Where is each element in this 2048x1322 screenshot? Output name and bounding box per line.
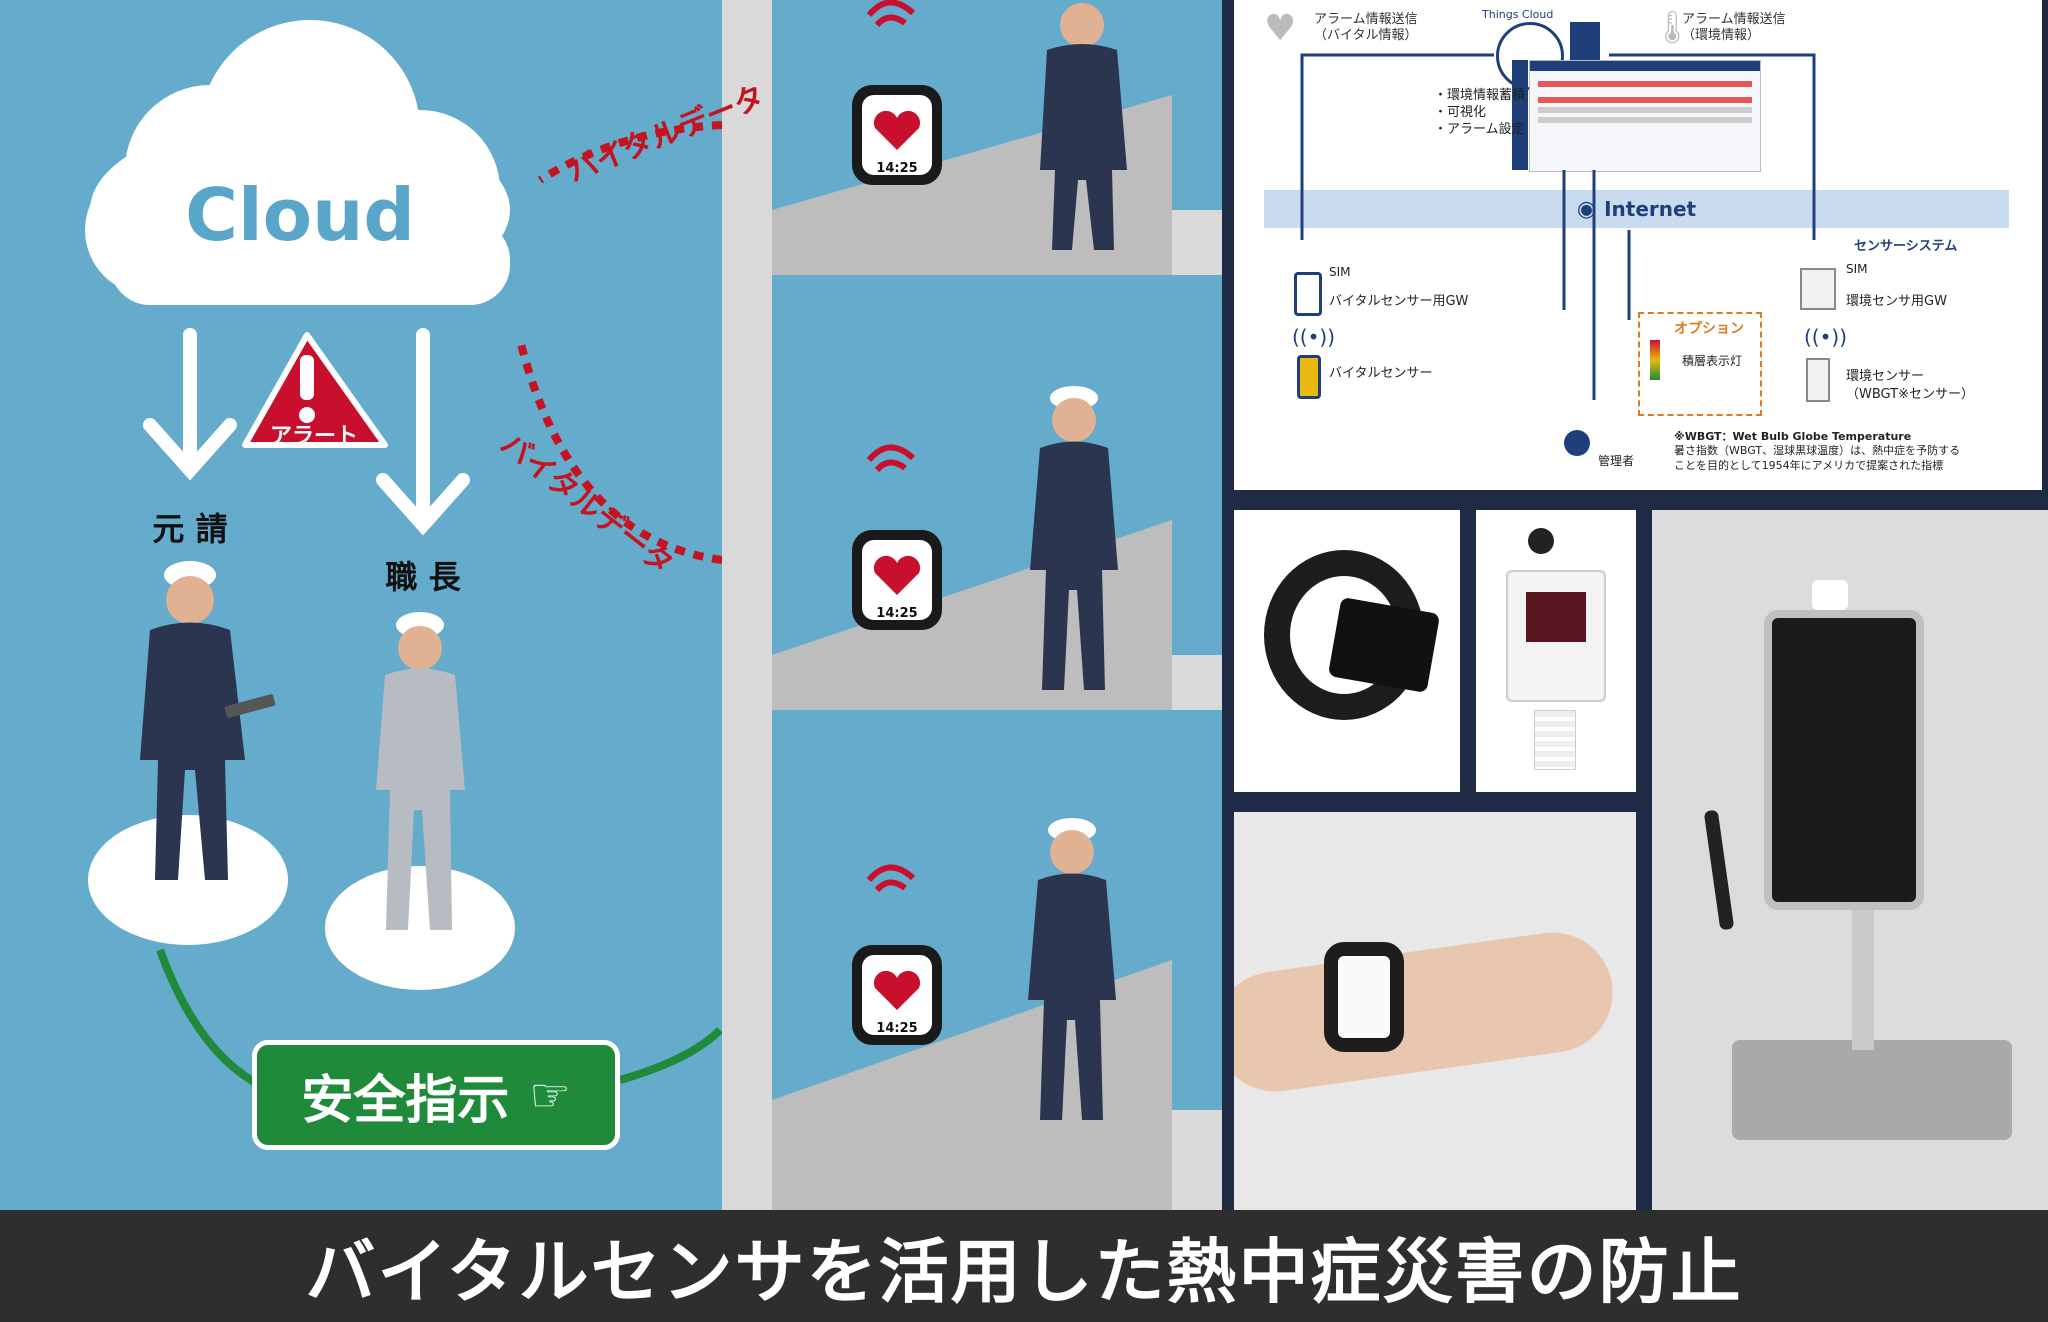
cloud-label: Cloud xyxy=(185,173,415,257)
vital-sensor-icon xyxy=(1297,355,1321,399)
arm xyxy=(1234,924,1621,1100)
feature-item: ・可視化 xyxy=(1434,104,1487,120)
gencho-label: 元 請 xyxy=(152,510,227,548)
wristband-sensor xyxy=(1327,596,1441,694)
banner-title: バイタルセンサを活用した熱中症災害の防止 xyxy=(305,1230,1743,1313)
platform-shokucho xyxy=(325,866,515,990)
heart-icon: ♥ xyxy=(1264,8,1297,49)
smartwatch-icon-1 xyxy=(852,0,942,185)
patlite-icon xyxy=(1650,340,1660,380)
cloud-icon xyxy=(85,20,510,305)
sensor-box xyxy=(1506,570,1606,702)
divider xyxy=(1222,0,1234,1210)
arrow-down-right-icon xyxy=(376,328,470,536)
building-panel: 14:25 14:25 14:25 xyxy=(722,0,1222,1210)
floor-1 xyxy=(772,0,1222,305)
wbgt-note: ※WBGT：Wet Bulb Globe Temperature 暑さ指数（WB… xyxy=(1674,430,1961,472)
left-illustration: Cloud アラート 元 請 職 長 xyxy=(85,20,722,1094)
feature-item: ・アラーム設定 xyxy=(1434,121,1525,137)
vital-sensor-label: バイタルセンサー xyxy=(1329,366,1433,381)
sim-right-label: SIM xyxy=(1846,262,1868,276)
thermometer-icon: 🌡 xyxy=(1652,8,1693,46)
sim-left-label: SIM xyxy=(1329,265,1351,279)
cloud-features-list: ・環境情報蓄積 ・可視化 ・アラーム設定 xyxy=(1434,88,1525,139)
site-worker-1-figure xyxy=(1040,3,1127,250)
black-globe xyxy=(1528,528,1554,554)
scanner-screen xyxy=(1764,610,1924,910)
floor-3 xyxy=(772,710,1222,1210)
sensor-system-label: センサーシステム xyxy=(1854,239,1958,254)
feature-item: ・環境情報蓄積 xyxy=(1434,88,1526,103)
wifi-icon: ((•)) xyxy=(1292,325,1336,349)
scanner-base xyxy=(1732,1040,2012,1140)
alert-triangle-icon xyxy=(242,332,388,448)
site-worker-2-figure xyxy=(1030,386,1118,690)
platform-gencho xyxy=(88,815,288,945)
env-sensor-icon xyxy=(1806,358,1830,402)
floor-2 xyxy=(772,275,1222,735)
things-cloud-label: Things Cloud xyxy=(1482,8,1554,21)
watch-time-3: 14:25 xyxy=(876,1021,917,1036)
watch-time-2: 14:25 xyxy=(876,606,917,621)
white-wrist-sensor xyxy=(1324,942,1404,1052)
title-banner: バイタルセンサを活用した熱中症災害の防止 xyxy=(0,1210,2048,1322)
shokucho-label: 職 長 xyxy=(385,558,461,596)
safety-instruction-button[interactable]: 安全指示 ☞ xyxy=(252,1040,620,1150)
building-illustration: 14:25 14:25 14:25 xyxy=(772,0,1222,1210)
wbgt-sensor-photo xyxy=(1476,510,1636,792)
env-sensor-label: 環境センサー （WBGT※センサー） xyxy=(1846,369,1974,402)
wrist-sensor-photo xyxy=(1234,812,1636,1210)
option-label: オプション xyxy=(1674,321,1744,337)
thermal-camera xyxy=(1812,580,1848,610)
patlite-label: 積層表示灯 xyxy=(1682,354,1743,368)
vital-gw-label: バイタルセンサー用GW xyxy=(1329,294,1469,309)
left-panel: Cloud アラート 元 請 職 長 xyxy=(0,0,722,1210)
globe-icon: ◉ xyxy=(1576,196,1597,222)
safety-instruction-label: 安全指示 xyxy=(301,1070,510,1131)
face-scanner-photo xyxy=(1652,510,2048,1210)
dashboard-sidebar xyxy=(1512,60,1528,170)
scanner-pole xyxy=(1852,890,1874,1050)
radiation-shield xyxy=(1534,710,1576,770)
manager-icon xyxy=(1564,430,1590,456)
alert-label: アラート xyxy=(270,424,358,449)
dashboard-screenshot xyxy=(1529,60,1761,172)
manager-label: 管理者 xyxy=(1598,454,1635,468)
site-worker-3-figure xyxy=(1028,818,1116,1120)
gw-device-icon xyxy=(1294,272,1322,316)
system-diagram: アラーム情報送信 （バイタル情報） ♥ アラーム情報送信 （環境情報） 🌡 Th… xyxy=(1234,0,2042,490)
diagram-connectors xyxy=(1300,53,1816,400)
alarm-vital-text: アラーム情報送信 （バイタル情報） xyxy=(1314,12,1418,44)
antenna xyxy=(1703,809,1735,931)
vital-data-arrows xyxy=(516,121,722,564)
worker-gencho-figure xyxy=(140,561,276,880)
alarm-env-text: アラーム情報送信 （環境情報） xyxy=(1682,12,1786,44)
env-gw-icon xyxy=(1800,268,1836,310)
internet-label: Internet xyxy=(1604,197,1697,221)
option-box xyxy=(1638,312,1762,416)
green-arrow-curve-right xyxy=(618,1027,722,1084)
watch-time-1: 14:25 xyxy=(876,161,917,176)
wristband-photo xyxy=(1234,510,1460,792)
internet-bar: ◉ Internet xyxy=(1264,190,2009,228)
pointing-hand-icon: ☞ xyxy=(529,1068,571,1122)
smartwatch-icon-3 xyxy=(852,864,942,1045)
server-icon xyxy=(1570,22,1600,66)
right-panel: アラーム情報送信 （バイタル情報） ♥ アラーム情報送信 （環境情報） 🌡 Th… xyxy=(1234,0,2048,1210)
smartwatch-icon-2 xyxy=(852,444,942,630)
wifi-icon-right: ((•)) xyxy=(1804,325,1848,349)
arrow-down-left-icon xyxy=(143,328,237,481)
worker-shokucho-figure xyxy=(376,612,465,930)
env-gw-label: 環境センサ用GW xyxy=(1846,294,1947,309)
